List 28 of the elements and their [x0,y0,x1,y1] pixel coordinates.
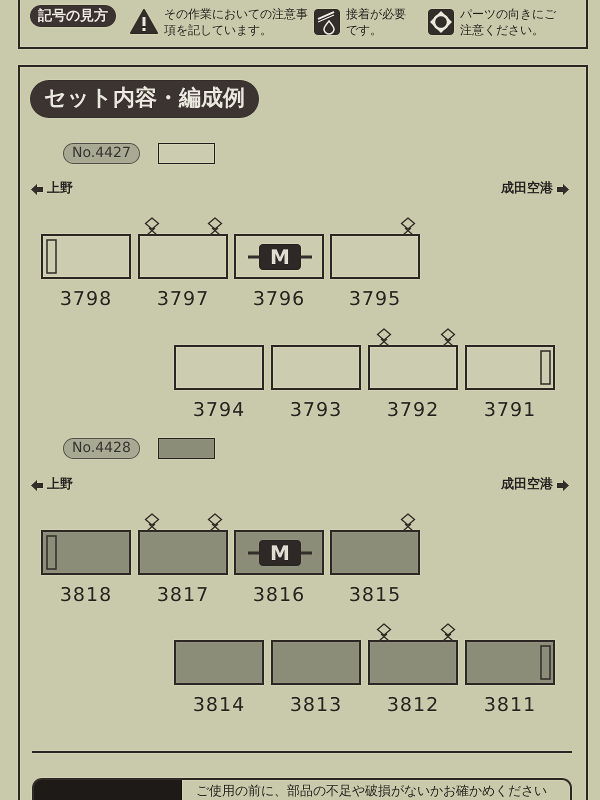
car-number: 3811 [484,694,536,716]
car-number: 3792 [386,399,440,421]
set-number-tag: No.4428 [63,438,140,459]
destination-label: 成田空港 [501,180,553,198]
car-number: 3797 [156,288,210,310]
car-number: 3795 [348,288,402,310]
destination-label: 上野 [47,476,73,494]
destination-label: 成田空港 [501,476,553,494]
note-text: その作業においての注意事項を記しています。 [164,6,309,38]
section-heading: 記号の見方 [30,5,116,27]
car-number: 3813 [290,694,342,716]
car-number: 3796 [252,288,306,310]
destination-label: 上野 [47,180,73,198]
car-number: 3794 [192,399,246,421]
car-number: 3793 [290,399,342,421]
notice-text: ご使用の前に、部品の不足や破損がないかお確かめください [196,783,547,800]
car-number: 3815 [348,584,402,606]
note-text: 接着が必要です。 [346,6,407,38]
car-number: 3817 [156,584,210,606]
section-heading: セット内容・編成例 [30,80,259,118]
car-number: 3816 [252,584,306,606]
car-number: 3812 [386,694,440,716]
car-number: 3798 [60,288,112,310]
note-text: パーツの向きにご注意ください。 [460,6,557,38]
car-number: 3814 [192,694,246,716]
set-number-tag: No.4427 [63,143,140,164]
car-number: 3791 [484,399,536,421]
car-number: 3818 [60,584,112,606]
